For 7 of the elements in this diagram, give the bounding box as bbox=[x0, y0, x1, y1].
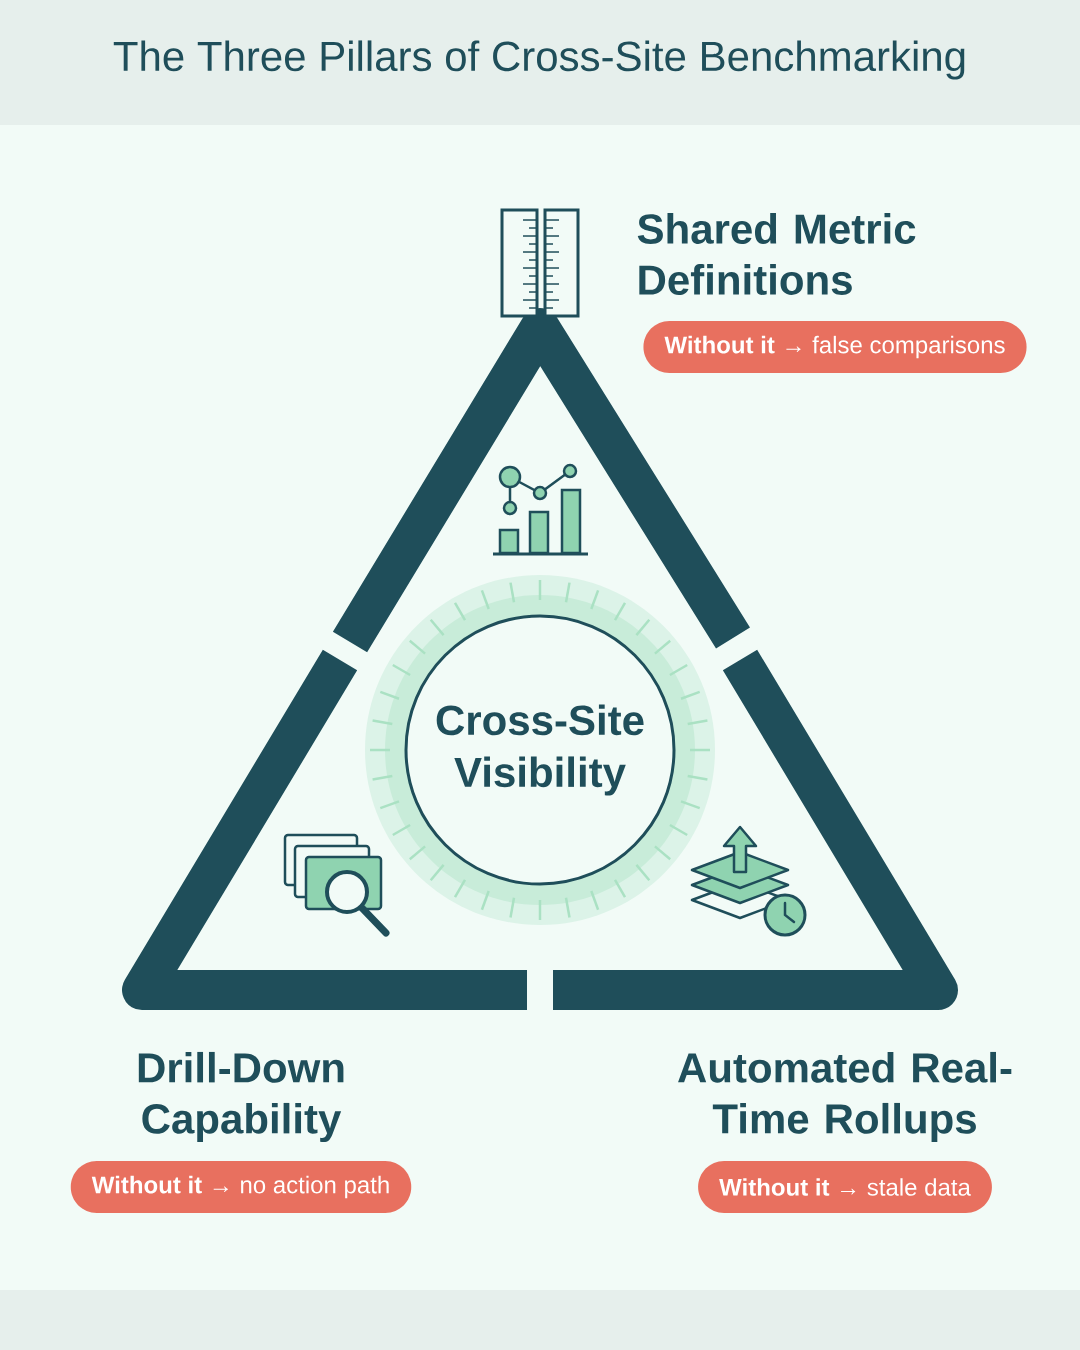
pillar-heading: Drill-Down Capability bbox=[138, 1051, 344, 1143]
pillar-heading: Shared Metric Definitions bbox=[637, 213, 916, 295]
warning-pill: Without it → no action path bbox=[70, 1161, 412, 1213]
title: The Three Pillars of Cross-Site Benchmarking bbox=[113, 40, 965, 80]
pillar-heading: Automated Real-Time Rollups bbox=[678, 1051, 1012, 1143]
warning-pill: Without it → stale data bbox=[698, 1161, 992, 1213]
warning-pill: Without it → false comparisons bbox=[643, 321, 1027, 373]
